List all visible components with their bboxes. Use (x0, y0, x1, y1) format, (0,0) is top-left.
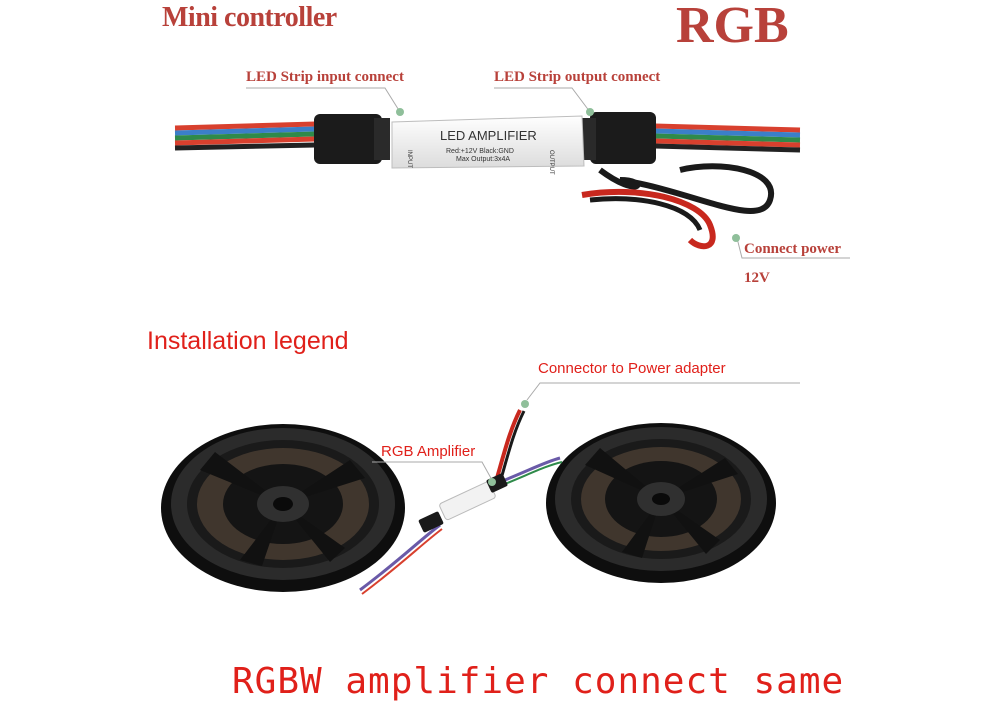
port-out-label: OUTPUT (548, 150, 554, 175)
installation-leader-lines (372, 382, 800, 481)
power-adapter-label: Connector to Power adapter (538, 360, 726, 377)
input-connector (314, 114, 382, 164)
output-connect-label: LED Strip output connect (494, 69, 661, 85)
rgb-title: RGB (676, 0, 789, 54)
amplifier-spec-2: Max Output:3x4A (456, 156, 510, 163)
output-wires (654, 123, 801, 153)
left-strip-reel (161, 424, 405, 592)
power-cable (581, 163, 775, 250)
rgbw-note: RGBW amplifier connect same (232, 661, 845, 702)
right-strip-reel (546, 423, 776, 583)
installation-diagram (161, 382, 800, 595)
rgb-amplifier-label: RGB Amplifier (381, 443, 476, 460)
connect-power-label: Connect power (744, 241, 842, 257)
voltage-label: 12V (744, 270, 770, 286)
amplifier-module: LED AMPLIFIER Red:+12V Black:GND Max Out… (391, 115, 585, 175)
input-wires (174, 121, 316, 151)
mini-controller-diagram: LED AMPLIFIER Red:+12V Black:GND Max Out… (174, 87, 850, 259)
installation-legend-title: Installation legend (147, 327, 349, 355)
output-connector (590, 112, 656, 164)
amplifier-spec-1: Red:+12V Black:GND (446, 148, 514, 155)
installation-wires (359, 409, 563, 595)
input-connect-label: LED Strip input connect (246, 69, 404, 85)
amplifier-name: LED AMPLIFIER (440, 128, 537, 143)
top-leader-lines (246, 87, 850, 259)
port-in-label: INPUT (406, 150, 412, 168)
mini-controller-title: Mini controller (162, 2, 337, 33)
